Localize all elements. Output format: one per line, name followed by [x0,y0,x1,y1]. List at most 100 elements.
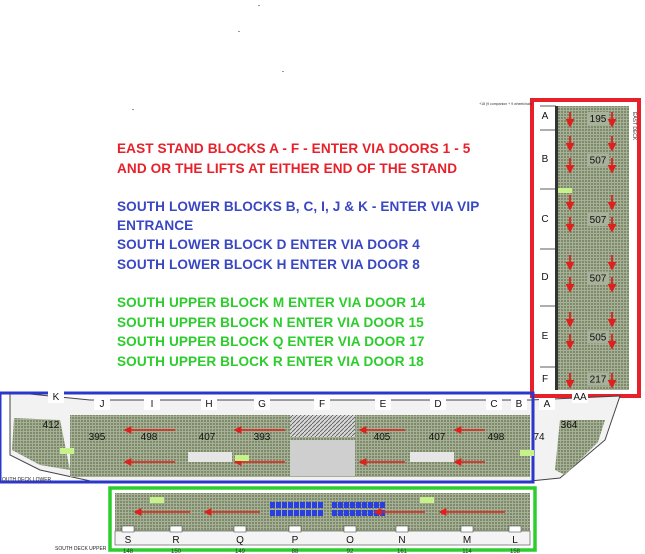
vip-seat [362,510,367,516]
wheelchair-area [150,497,164,503]
block-letter-bg [539,398,555,410]
south-lower-block-capacity: 412 [43,420,60,431]
block-a-seating [555,420,605,475]
east-block-letter: C [541,214,548,225]
south-lower-block-letter: E [380,399,387,410]
south-lower-block-letter: F [319,399,325,410]
vip-seat [306,510,311,516]
speck [132,109,134,110]
speck [282,71,284,72]
block-letter-bg [94,398,110,410]
east-block-letter: F [542,374,548,385]
south-lower-block-letter: A [544,399,551,410]
block-letter-bg [486,398,502,410]
door-number: 161 [397,549,408,554]
vip-seat [282,510,287,516]
south-lower-block-capacity: 405 [374,432,391,443]
east-block-letter: D [541,272,548,283]
vip-seats [270,502,385,516]
east-block-capacity: 507 [590,156,607,167]
south-lower-highlight [0,391,535,484]
south-upper-block-letter: S [125,535,132,546]
south-lower-instruction-2: ENTRANCE [117,218,194,233]
east-block-letter: E [542,331,549,342]
vip-seat [282,502,287,508]
vip-seat [288,510,293,516]
vip-seat [350,510,355,516]
door-number: 158 [510,549,521,554]
south-upper-block-letter: O [346,535,354,546]
south-lower-instruction-4: SOUTH LOWER BLOCK H ENTER VIA DOOR 8 [117,257,420,272]
concourse [114,530,531,546]
south-lower-block-letter: C [490,399,497,410]
vip-seat [344,502,349,508]
south-lower-label: OUTH DECK LOWER [2,477,52,483]
south-lower-block-capacity: 498 [141,432,158,443]
south-lower-block-letter: I [151,399,154,410]
south-lower-block-letter: G [258,399,266,410]
block-letter-bg [144,398,160,410]
south-upper-instruction-3: SOUTH UPPER BLOCK Q ENTER VIA DOOR 17 [117,334,425,349]
accessible-platform [410,452,454,462]
vomitory [343,525,357,533]
block-letter-bg [254,398,270,410]
wheelchair-area [520,450,534,456]
block-letter-bg [375,398,391,410]
block-letter-bg [572,391,588,403]
vomitory [395,525,409,533]
block-letter-bg [539,211,552,225]
east-deck-seating [557,106,629,390]
tunnel-hatch [290,415,355,437]
south-upper-instruction-4: SOUTH UPPER BLOCK R ENTER VIA DOOR 18 [117,354,424,369]
vomitory [121,525,135,533]
door-number: 88 [292,549,299,554]
speck [258,5,260,6]
block-letter-bg [430,398,446,410]
block-f-seating [290,440,355,476]
south-lower-block-capacity: 407 [429,432,446,443]
vip-seat [368,502,373,508]
door-number: 148 [123,549,134,554]
door-number: 150 [171,549,182,554]
capacity-bg [587,372,609,386]
vip-seat [344,510,349,516]
south-lower-instruction-1: SOUTH LOWER BLOCKS B, C, I, J & K - ENTE… [117,199,480,214]
door-number: 114 [462,549,472,554]
south-lower-block-capacity: 74 [533,432,545,443]
vip-seat [276,510,281,516]
capacity-bg [587,330,609,344]
block-letter-bg [539,151,552,165]
south-lower-block-letter: B [516,399,523,410]
vip-seat [356,510,361,516]
vip-seat [338,510,343,516]
vip-seat [300,510,305,516]
vomitory [460,525,474,533]
south-upper-block-letter: P [292,535,299,546]
south-lower-block-letter: AA [573,392,587,403]
east-instruction-2: AND OR THE LIFTS AT EITHER END OF THE ST… [117,161,458,176]
east-deck-label: EAST DECK [631,112,637,141]
speck [238,31,240,32]
vip-seat [312,502,317,508]
block-letter-bg [539,108,552,122]
east-block-capacity: 505 [590,333,607,344]
vomitory [169,525,183,533]
south-upper-block-letter: M [463,535,471,546]
vip-seat [374,510,379,516]
block-letter-bg [539,269,552,283]
block-letter-bg [201,398,217,410]
vip-seat [350,502,355,508]
block-letter-bg [539,371,552,385]
vip-seat [374,502,379,508]
east-instruction-1: EAST STAND BLOCKS A - F - ENTER VIA DOOR… [117,141,471,156]
vip-seat [312,510,317,516]
south-lower-block-letter: K [53,392,60,403]
vip-seat [332,502,337,508]
vip-seat [332,510,337,516]
south-upper-block-letter: L [512,535,518,546]
south-lower-block-letter: D [434,399,441,410]
south-upper-block-letter: N [398,535,405,546]
vip-seat [294,502,299,508]
wheelchair-area [420,497,434,503]
